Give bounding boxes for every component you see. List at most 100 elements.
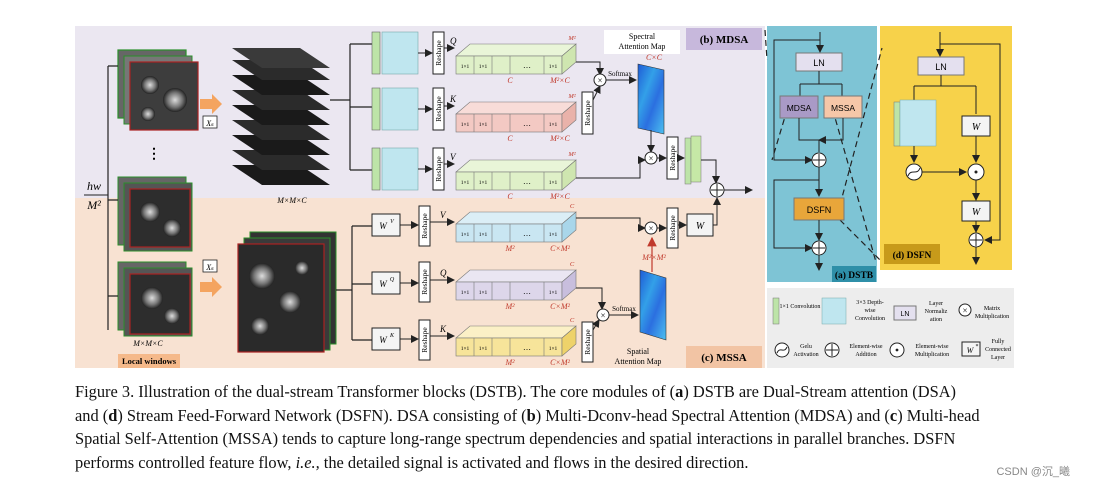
mdsa-tag: (b) MDSA xyxy=(700,34,749,46)
mssa-q-cxm2: C×M² xyxy=(550,302,570,311)
mssa-v-label: V xyxy=(440,210,447,220)
xs-bottom: Xₛ xyxy=(205,263,214,272)
svg-text:…: … xyxy=(523,343,531,352)
hw-denominator: M² xyxy=(86,198,101,212)
svg-text:…: … xyxy=(523,61,531,70)
mssa-v-1x1-b: 1×1 xyxy=(479,232,488,238)
legend-matmul-icon xyxy=(958,303,972,317)
mssa-input-image xyxy=(237,231,337,353)
mdsa-q-1x1-b: 1×1 xyxy=(479,64,488,70)
mssa-softmax: Softmax xyxy=(612,305,636,313)
mdsa-out-conv xyxy=(690,135,702,183)
mdsa-q-tokens: 1×1 1×1 1×1 … xyxy=(455,43,577,75)
svg-text:×: × xyxy=(648,154,653,164)
feature-slices xyxy=(232,48,330,185)
legend-ln-2: Normaliz xyxy=(925,309,948,315)
mdsa-reshape-out: Reshape xyxy=(668,145,677,171)
mssa-q-c: C xyxy=(570,261,575,268)
mdsa-softmax: Softmax xyxy=(608,70,632,78)
mdsa-k-c: C xyxy=(507,134,513,143)
legend-matmul-1: Matrix xyxy=(984,306,1000,312)
legend-ln: LN xyxy=(901,311,910,318)
dsfn-dwconv-side xyxy=(893,101,901,147)
mdsa-q-1x1-a: 1×1 xyxy=(461,64,470,70)
dsfn-w2: W xyxy=(972,207,982,218)
spatial-map-title-1: Spatial xyxy=(627,347,650,356)
input-cube-mid xyxy=(117,176,193,252)
mssa-v-tokens: 1×1 1×1 1×1 … xyxy=(455,211,577,243)
mssa-q-m2: M² xyxy=(504,302,515,311)
mssa-m2xm2: M²×M² xyxy=(641,253,666,262)
legend-gelu-1: Gelu xyxy=(800,344,812,350)
mssa-q-label: Q xyxy=(440,268,447,278)
legend-eadd-1: Element-wise xyxy=(850,344,883,350)
mssa-k-tokens: 1×1 1×1 1×1 … xyxy=(455,325,577,357)
mdsa-v-1x1-b: 1×1 xyxy=(479,180,488,186)
spatial-map-title-2: Attention Map xyxy=(615,357,662,366)
mssa-reshape-kt: Reshape xyxy=(583,329,592,355)
mdsa-k-1x1-a: 1×1 xyxy=(461,122,470,128)
legend-matmul-2: Multiplication xyxy=(975,314,1009,320)
input-cube-bottom xyxy=(117,261,193,337)
mdsa-v-m2: M² xyxy=(567,151,576,158)
mdsa-v-label: V xyxy=(450,152,457,162)
mssa-tag: (c) MSSA xyxy=(701,352,747,364)
dstb-diagram: (b) MDSA (c) MSSA (a) DSTB (d) DSFN ⋮ hw… xyxy=(75,26,1014,368)
mssa-reshape-v: Reshape xyxy=(420,213,429,239)
legend-dwconv-3: Convolution xyxy=(855,316,885,322)
dsfn-ln: LN xyxy=(935,62,947,72)
spectral-map-title-2: Attention Map xyxy=(619,42,666,51)
mdsa-v-c: C xyxy=(507,192,513,201)
legend-emul-1: Element-wise xyxy=(916,344,949,350)
mssa-reshape-k: Reshape xyxy=(420,327,429,353)
mdsa-v-tokens: 1×1 1×1 1×1 … xyxy=(455,159,577,191)
mssa-wq-sup: Q xyxy=(390,277,395,283)
mdsa-conv-v xyxy=(371,147,419,191)
legend-dwconv-2: wise xyxy=(865,308,876,314)
dstb-mdsa: MDSA xyxy=(787,103,812,113)
input-cube-top xyxy=(117,49,199,131)
mdsa-v-m2c: M²×C xyxy=(549,192,570,201)
mssa-wk-sup: K xyxy=(389,333,395,339)
mssa-q-1x1-b: 1×1 xyxy=(479,290,488,296)
mdsa-k-1x1-b: 1×1 xyxy=(479,122,488,128)
cube-dims: M×M×C xyxy=(132,339,163,348)
mdsa-q-label: Q xyxy=(450,36,457,46)
svg-text:…: … xyxy=(523,119,531,128)
mssa-k-1x1-b: 1×1 xyxy=(479,346,488,352)
legend-gelu-2: Activation xyxy=(793,352,818,358)
dstb-ln: LN xyxy=(813,58,825,68)
spatial-attention-map xyxy=(639,269,667,341)
hw-numerator: hw xyxy=(87,179,101,193)
dsfn-w1: W xyxy=(972,122,982,133)
mdsa-out-conv-side xyxy=(684,137,692,185)
dstb-dsfn: DSFN xyxy=(807,205,832,215)
mssa-v-1x1-a: 1×1 xyxy=(461,232,470,238)
dstb-tag: (a) DSTB xyxy=(835,270,874,281)
dsfn-dwconv xyxy=(899,99,937,147)
svg-text:…: … xyxy=(523,229,531,238)
svg-text:×: × xyxy=(600,311,605,321)
mdsa-q-c: C xyxy=(507,76,513,85)
mdsa-k-m2c: M²×C xyxy=(549,134,570,143)
dstb-mssa: MSSA xyxy=(831,103,855,113)
mdsa-reshape-v: Reshape xyxy=(434,156,443,182)
mssa-wv: W xyxy=(379,221,388,231)
mdsa-v-1x1-a: 1×1 xyxy=(461,180,470,186)
legend-dwconv-1: 3×3 Depth- xyxy=(856,300,884,306)
legend-fc-2: Connected xyxy=(985,347,1011,353)
mdsa-conv-k xyxy=(371,87,419,131)
legend-fc-3: Layer xyxy=(991,355,1005,361)
mssa-reshape-q: Reshape xyxy=(420,269,429,295)
vertical-dots: ⋮ xyxy=(147,147,161,162)
legend-ln-3: ation xyxy=(930,317,942,323)
svg-text:×: × xyxy=(597,76,602,86)
mssa-v-1x1-c: 1×1 xyxy=(549,232,558,238)
mssa-out-w: W xyxy=(696,221,706,232)
mdsa-reshape-k: Reshape xyxy=(434,96,443,122)
legend-eadd-2: Addition xyxy=(855,352,876,358)
mdsa-k-m2: M² xyxy=(567,93,576,100)
mdsa-q-m2: M² xyxy=(567,35,576,42)
mssa-v-c: C xyxy=(570,203,575,210)
mdsa-k-label: K xyxy=(449,94,457,104)
